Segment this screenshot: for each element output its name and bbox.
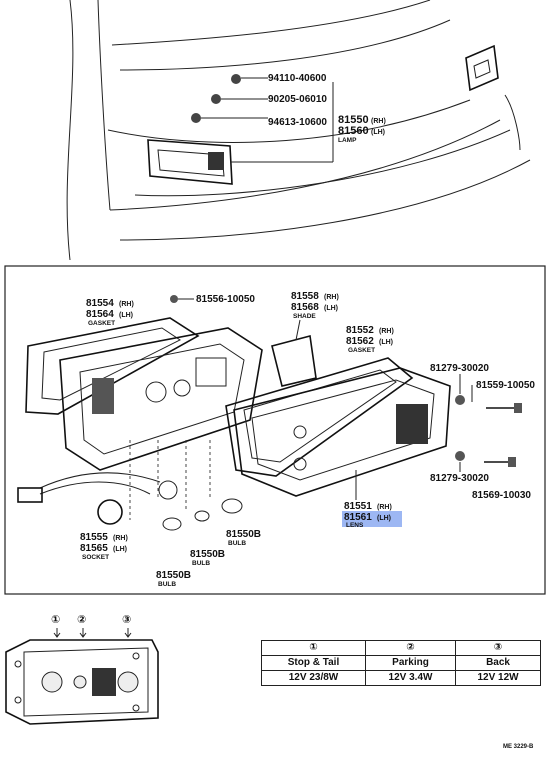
table-cell: 12V 23/8W — [261, 670, 366, 686]
svg-text:(RH): (RH) — [119, 301, 134, 308]
svg-text:(LH): (LH) — [371, 129, 385, 136]
table-header: ① — [261, 640, 366, 656]
lamp-rh-number: 81550 — [338, 114, 369, 126]
lamp-face-diagram: ① ② ③ — [5, 614, 159, 725]
nut-bottom-callout: 81279-30020 — [430, 473, 489, 484]
table-row: Stop & Tail Parking Back — [261, 655, 541, 671]
svg-text:BULB: BULB — [158, 581, 176, 588]
svg-text:(LH): (LH) — [379, 339, 393, 346]
screw-a-callout: 81556-10050 — [196, 294, 255, 305]
bulb-2-callout: 81550B — [190, 549, 225, 560]
svg-text:BULB: BULB — [228, 540, 246, 547]
svg-text:GASKET: GASKET — [88, 320, 115, 327]
lens-lh-highlight — [342, 511, 402, 527]
lens-rh: 81551 — [344, 501, 372, 512]
svg-text:(LH): (LH) — [324, 305, 338, 312]
gasket-b-lh: 81562 — [346, 336, 374, 347]
marker-1: ① — [51, 614, 60, 626]
nut-icon — [211, 94, 221, 104]
svg-text:(RH): (RH) — [324, 294, 339, 301]
gasket-b-rh: 81552 — [346, 325, 374, 336]
svg-text:LENS: LENS — [346, 522, 364, 529]
table-header: ③ — [455, 640, 541, 656]
svg-text:SHADE: SHADE — [293, 313, 316, 320]
nut-top-callout: 81279-30020 — [430, 363, 489, 374]
table-cell: 12V 12W — [455, 670, 541, 686]
shade-lh: 81568 — [291, 302, 319, 313]
table-row: ① ② ③ — [261, 640, 541, 656]
gasket-a-rh: 81554 — [86, 298, 114, 309]
svg-text:(RH): (RH) — [371, 118, 386, 125]
svg-text:(LH): (LH) — [377, 515, 391, 522]
washer-icon — [191, 113, 201, 123]
socket-lh: 81565 — [80, 543, 108, 554]
svg-text:(RH): (RH) — [379, 328, 394, 335]
lamp-caption: LAMP — [338, 137, 357, 144]
svg-text:(RH): (RH) — [113, 535, 128, 542]
bulb-3-callout: 81550B — [156, 570, 191, 581]
table-cell: Back — [455, 655, 541, 671]
callout-94110-40600: 94110-40600 — [268, 73, 327, 84]
svg-text:SOCKET: SOCKET — [82, 554, 109, 561]
callout-90205-06010: 90205-06010 — [268, 94, 327, 105]
lens-lh: 81561 — [344, 512, 372, 523]
screw-c-callout: 81569-10030 — [472, 490, 531, 501]
table-row: 12V 23/8W 12V 3.4W 12V 12W — [261, 670, 541, 686]
diagram-reference: ME 3229-B — [503, 744, 534, 750]
table-header: ② — [364, 640, 457, 656]
svg-text:GASKET: GASKET — [348, 347, 375, 354]
screw-b-callout: 81559-10050 — [476, 380, 535, 391]
callout-94613-10600: 94613-10600 — [268, 117, 327, 128]
table-cell: Stop & Tail — [261, 655, 366, 671]
detail-callouts: 81554 (RH) 81564 (LH) GASKET 81556-10050… — [80, 291, 535, 588]
bulb-spec-table: ① ② ③ Stop & Tail Parking Back 12V 23/8W… — [261, 640, 541, 686]
table-cell: Parking — [364, 655, 457, 671]
exploded-view-frame — [4, 265, 546, 595]
svg-text:(RH): (RH) — [377, 504, 392, 511]
svg-text:(LH): (LH) — [113, 546, 127, 553]
bolt-icon — [231, 74, 241, 84]
marker-3: ③ — [122, 614, 131, 626]
exploded-view — [17, 295, 522, 531]
marker-2: ② — [77, 614, 86, 626]
lamp-lh-number: 81560 — [338, 125, 369, 137]
svg-text:(LH): (LH) — [119, 312, 133, 319]
table-cell: 12V 3.4W — [364, 670, 457, 686]
car-rear-illustration — [66, 0, 531, 261]
socket-rh: 81555 — [80, 532, 108, 543]
shade-rh: 81558 — [291, 291, 319, 302]
bulb-1-callout: 81550B — [226, 529, 261, 540]
svg-text:BULB: BULB — [192, 560, 210, 567]
gasket-a-lh: 81564 — [86, 309, 114, 320]
top-callouts: 94110-40600 90205-06010 94613-10600 8155… — [201, 73, 386, 163]
